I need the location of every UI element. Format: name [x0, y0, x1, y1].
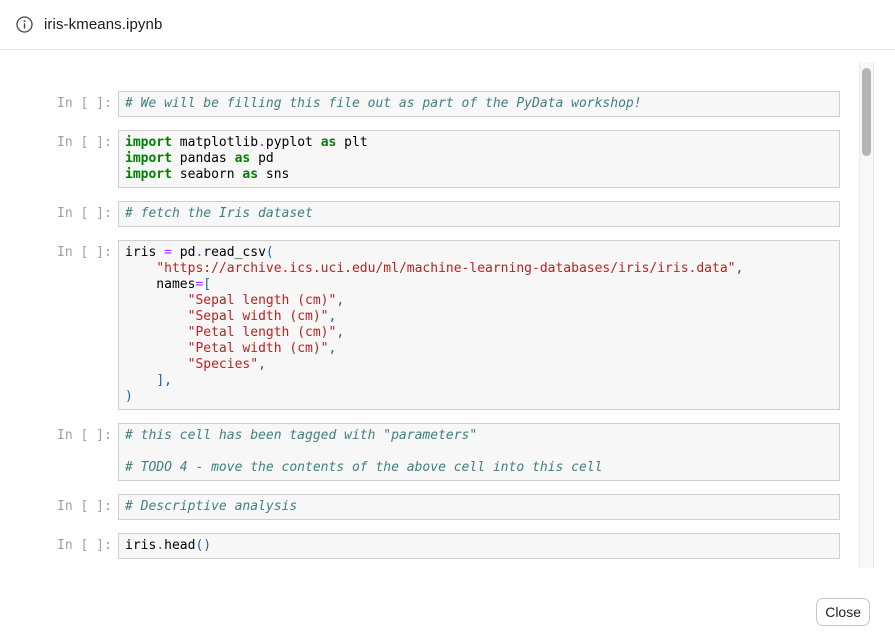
notebook-filename: iris-kmeans.ipynb	[44, 16, 163, 33]
info-icon	[16, 16, 33, 33]
dialog-header: iris-kmeans.ipynb	[0, 0, 895, 50]
notebook-cell: In [ ]: iris.head()	[57, 533, 895, 559]
cell-prompt: In [ ]:	[57, 135, 112, 150]
notebook-cell: In [ ]: # fetch the Iris dataset	[57, 201, 895, 227]
notebook-cell: In [ ]: iris = pd.read_csv( "https://arch…	[57, 240, 895, 410]
scrollbar-thumb[interactable]	[862, 68, 871, 156]
cell-code: # this cell has been tagged with "parame…	[118, 423, 840, 481]
notebook-cell: In [ ]: # We will be filling this file ou…	[57, 91, 895, 117]
notebook-cell-list: In [ ]: # We will be filling this file ou…	[0, 62, 895, 559]
cell-prompt: In [ ]:	[57, 538, 112, 553]
cell-prompt: In [ ]:	[57, 96, 112, 111]
cell-prompt: In [ ]:	[57, 499, 112, 514]
notebook-cell: In [ ]: # this cell has been tagged with …	[57, 423, 895, 481]
cell-code: iris = pd.read_csv( "https://archive.ics…	[118, 240, 840, 410]
notebook-viewer: In [ ]: # We will be filling this file ou…	[0, 62, 895, 568]
cell-code: iris.head()	[118, 533, 840, 559]
close-button[interactable]: Close	[816, 598, 870, 626]
scrollbar-track[interactable]	[859, 62, 874, 568]
cell-prompt: In [ ]:	[57, 428, 112, 443]
cell-prompt: In [ ]:	[57, 206, 112, 221]
cell-prompt: In [ ]:	[57, 245, 112, 260]
cell-code: # Descriptive analysis	[118, 494, 840, 520]
notebook-cell: In [ ]: import matplotlib.pyplot as plt i…	[57, 130, 895, 188]
cell-code: import matplotlib.pyplot as plt import p…	[118, 130, 840, 188]
notebook-cell: In [ ]: # Descriptive analysis	[57, 494, 895, 520]
cell-code: # We will be filling this file out as pa…	[118, 91, 840, 117]
cell-code: # fetch the Iris dataset	[118, 201, 840, 227]
